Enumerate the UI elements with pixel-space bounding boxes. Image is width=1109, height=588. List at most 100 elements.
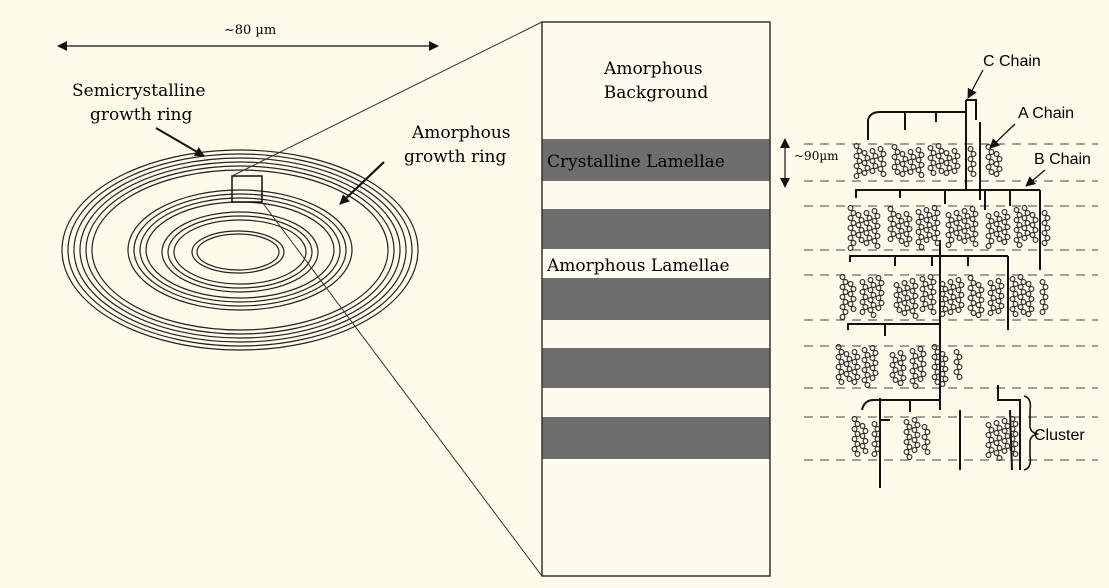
helix-bead (859, 443, 866, 449)
helix-bead (892, 357, 899, 363)
helix-bead (948, 227, 955, 233)
helix-bead (923, 227, 930, 233)
helix-bead (942, 286, 949, 292)
helix-bead (859, 279, 866, 285)
helix-bead (993, 440, 1000, 446)
helix-bead (893, 302, 900, 308)
helix-bead (871, 421, 878, 427)
helix-bead (935, 153, 942, 159)
helix-bead (996, 166, 1003, 172)
helix-bead (838, 349, 845, 355)
helix-bead (869, 158, 876, 164)
helix-bead (902, 166, 909, 172)
helix-bead (858, 217, 865, 223)
helix-bead (996, 236, 1003, 242)
helix-bead (958, 282, 965, 288)
helix-bead (835, 364, 842, 370)
helix-bead (871, 218, 878, 224)
helix-bead (956, 354, 963, 360)
helix-bead (862, 304, 869, 310)
helix-beads (835, 143, 1051, 461)
helix-bead (1013, 217, 1020, 223)
helix-bead (988, 169, 995, 175)
helix-bead (864, 372, 871, 378)
helix-bead (942, 296, 949, 302)
helix-bead (919, 306, 926, 312)
helix-bead (866, 215, 873, 221)
helix-bead (917, 366, 924, 372)
helix-bead (874, 233, 881, 239)
helix-bead (953, 349, 960, 355)
helix-bead (887, 236, 894, 242)
helix-bead (867, 297, 874, 303)
helix-bead (1042, 294, 1049, 300)
helix-bead (843, 351, 850, 357)
helix-bead (1029, 232, 1036, 238)
helix-bead (990, 305, 997, 311)
helix-bead (934, 240, 941, 246)
helix-bead (921, 434, 928, 440)
helix-bead (924, 429, 931, 435)
helix-bead (1001, 438, 1008, 444)
helix-bead (911, 427, 918, 433)
helix-bead (902, 156, 909, 162)
helix-bead (958, 292, 965, 298)
helix-bead (1028, 306, 1035, 312)
helix-bead (874, 446, 881, 452)
helix-bead (931, 364, 938, 370)
helix-bead (931, 235, 938, 241)
helix-bead (861, 367, 868, 373)
helix-bead (988, 218, 995, 224)
helix-bead (923, 207, 930, 213)
helix-bead (911, 437, 918, 443)
helix-bead (864, 382, 871, 388)
helix-bead (869, 168, 876, 174)
helix-bead (978, 287, 985, 293)
helix-bead (864, 165, 871, 171)
helix-bead (993, 231, 1000, 237)
helix-bead (874, 426, 881, 432)
helix-bead (1032, 227, 1039, 233)
helix-bead (912, 363, 919, 369)
helix-bead (862, 294, 869, 300)
helix-bead (995, 298, 1002, 304)
helix-bead (996, 455, 1003, 461)
helix-bead (1012, 451, 1019, 457)
helix-bead (880, 161, 887, 167)
helix-bead (1012, 421, 1019, 427)
helix-bead (909, 308, 916, 314)
helix-bead (1016, 222, 1023, 228)
helix-bead (927, 155, 934, 161)
helix-bead (903, 221, 910, 227)
helix-bead (918, 244, 925, 250)
helix-bead (1016, 212, 1023, 218)
helix-bead (846, 366, 853, 372)
helix-bead (1004, 214, 1011, 220)
helix-bead (987, 310, 994, 316)
helix-bead (863, 220, 870, 226)
zoom-lines (231, 21, 543, 577)
helix-bead (920, 371, 927, 377)
helix-bead (985, 452, 992, 458)
helix-bead (904, 305, 911, 311)
helix-bead (917, 356, 924, 362)
helix-bead (910, 164, 917, 170)
helix-bead (887, 216, 894, 222)
helix-bead (920, 361, 927, 367)
helix-bead (921, 444, 928, 450)
helix-bead (866, 235, 873, 241)
helix-bead (985, 422, 992, 428)
helix-bead (891, 154, 898, 160)
helix-bead (927, 284, 934, 290)
helix-bead (1009, 286, 1016, 292)
helix-bead (1009, 276, 1016, 282)
helix-bead (843, 361, 850, 367)
helix-bead (859, 289, 866, 295)
helix-bead (923, 217, 930, 223)
helix-bead (851, 426, 858, 432)
zoom-region-box (231, 175, 263, 203)
helix-bead (887, 206, 894, 212)
helix-bead (914, 442, 921, 448)
helix-bead (921, 424, 928, 430)
